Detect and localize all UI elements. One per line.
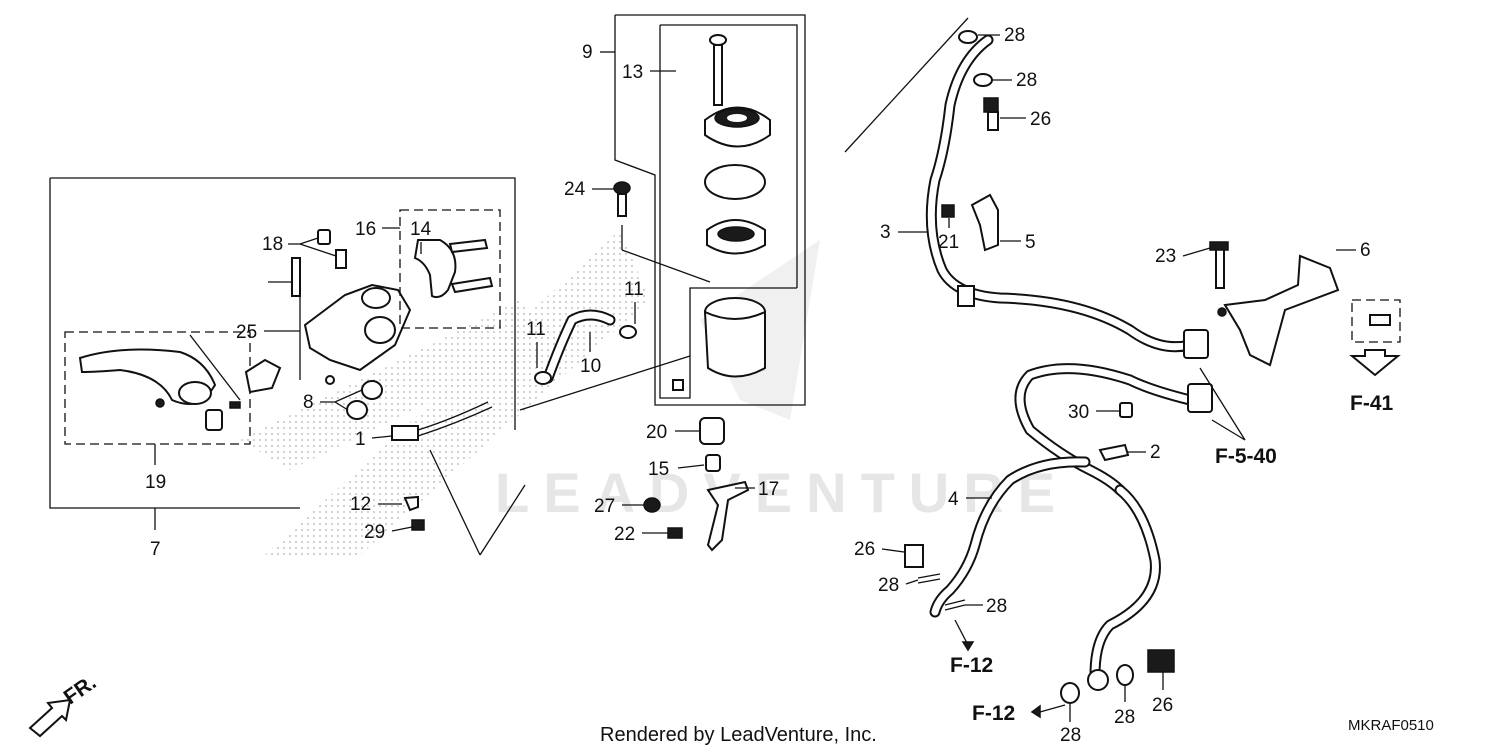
callout-28-bottom-b: 28 [1114, 707, 1135, 728]
hose-fitting-a [1183, 329, 1209, 359]
callout-26-left: 26 [854, 539, 875, 560]
screw-12 [403, 495, 419, 512]
master-cylinder-assembly-group [49, 177, 691, 556]
callouts: 1 2 3 4 5 6 7 8 9 10 11 11 12 13 14 15 1… [145, 25, 1371, 746]
callout-18: 18 [262, 234, 283, 255]
banjo-lower [1087, 669, 1109, 691]
ref-f12-lower: F-12 [972, 702, 1015, 725]
callout-1: 1 [355, 429, 366, 450]
callout-15: 15 [648, 459, 669, 480]
callout-19: 19 [145, 472, 166, 493]
reservoir-diaphragm [706, 219, 766, 255]
callout-25: 25 [236, 322, 257, 343]
callout-11-left: 11 [526, 319, 546, 340]
clip-30 [1119, 402, 1133, 418]
bolt-f41 [1369, 314, 1391, 326]
o-ring-lower [346, 400, 368, 420]
hose-clip-left [534, 371, 552, 385]
callout-8: 8 [303, 392, 314, 413]
o-ring-upper [361, 380, 383, 400]
diagram-code: MKRAF0510 [1348, 717, 1434, 734]
bolt-22 [667, 527, 683, 539]
callout-3: 3 [880, 222, 891, 243]
reference-arrows [954, 619, 1066, 719]
nut-27 [643, 497, 661, 513]
arrow-f41 [1349, 349, 1401, 377]
reservoir-group [613, 14, 806, 552]
washer-28-bottom-b [1116, 664, 1134, 686]
bolt-26-left [904, 544, 924, 568]
hose-clamp-5 [970, 193, 999, 252]
collar-15 [705, 454, 721, 472]
callout-13: 13 [622, 62, 643, 83]
callout-21: 21 [938, 232, 959, 253]
brake-light-switch [391, 401, 493, 441]
callout-2: 2 [1150, 442, 1161, 463]
callout-28-left: 28 [878, 575, 899, 596]
ref-f41: F-41 [1350, 392, 1394, 415]
screw-24 [613, 181, 631, 195]
callout-23: 23 [1155, 246, 1176, 267]
callout-5: 5 [1025, 232, 1036, 253]
hose-joint-upper [957, 285, 975, 307]
callout-24: 24 [564, 179, 586, 200]
brake-hose-group [844, 17, 1401, 704]
grommet-20 [699, 417, 725, 445]
bolt-26-bottom [1147, 649, 1175, 673]
callout-12: 12 [350, 494, 371, 515]
front-direction-arrow: FR. [28, 671, 101, 738]
callout-28-mid: 28 [1016, 70, 1037, 91]
callout-6: 6 [1360, 240, 1371, 261]
hose-clip-2 [1098, 443, 1130, 462]
reference-labels: F-41 F-5-40 F-12 F-12 [950, 392, 1394, 725]
callout-27: 27 [594, 496, 615, 517]
washer-28-top [958, 30, 978, 44]
callout-7: 7 [150, 539, 161, 560]
reservoir-cup [672, 297, 766, 391]
callout-17: 17 [758, 479, 779, 500]
reservoir-bracket-17 [706, 480, 750, 552]
callout-10: 10 [580, 356, 601, 377]
callout-28-bottom: 28 [1060, 725, 1081, 746]
callout-20: 20 [646, 422, 667, 443]
ref-f12-upper: F-12 [950, 654, 993, 677]
callout-28-right: 28 [986, 596, 1007, 617]
reservoir-plate [704, 164, 766, 200]
watermark-text: LEADVENTURE [495, 461, 1069, 524]
callout-30: 30 [1068, 402, 1089, 423]
handlebar-clamp [413, 238, 494, 299]
ref-f540: F-5-40 [1215, 445, 1277, 468]
washer-28-bottom [1060, 682, 1080, 704]
callout-16: 16 [355, 219, 376, 240]
nut-29 [411, 519, 425, 531]
master-cylinder-body [291, 229, 412, 385]
callout-11-right: 11 [624, 279, 644, 300]
hose-bracket-6 [1209, 241, 1340, 367]
callout-4: 4 [948, 489, 959, 510]
hose-clip-right [619, 325, 637, 339]
footer-credit: Rendered by LeadVenture, Inc. [600, 724, 877, 746]
bolt-21 [941, 204, 955, 218]
callout-9: 9 [582, 42, 593, 63]
callout-26-bottom: 26 [1152, 695, 1173, 716]
callout-26-top: 26 [1030, 109, 1051, 130]
callout-28-top: 28 [1004, 25, 1025, 46]
callout-14: 14 [410, 219, 432, 240]
callout-29: 29 [364, 522, 385, 543]
brake-lever [78, 348, 241, 431]
cap-screw [713, 44, 723, 106]
hose-fitting-b [1187, 383, 1213, 413]
callout-22: 22 [614, 524, 635, 545]
reservoir-cap [704, 106, 771, 148]
washer-28-mid [973, 73, 993, 87]
bolt-26-top [983, 97, 999, 113]
